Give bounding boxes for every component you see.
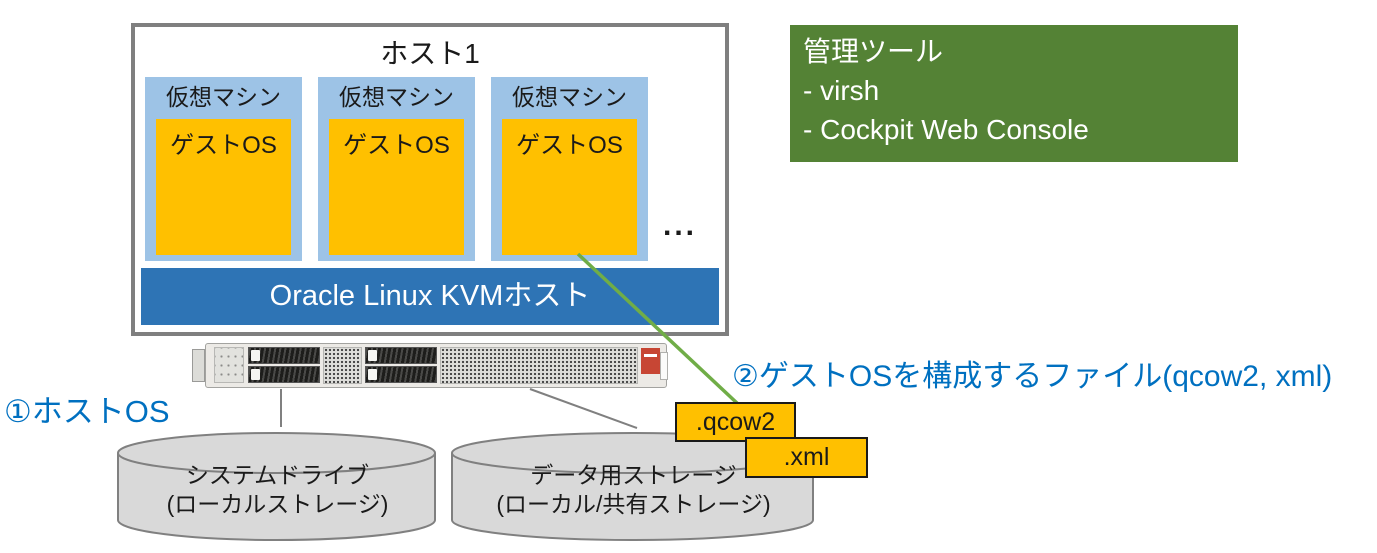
vm-1-label: 仮想マシン	[166, 84, 281, 110]
more-vms-ellipsis: ...	[663, 209, 698, 242]
system-drive-name: システムドライブ	[185, 462, 370, 488]
drive-bay	[248, 366, 320, 383]
vm-1-guest-os: ゲストOS	[156, 119, 291, 255]
oracle-logo-mark	[644, 354, 657, 357]
server-to-data-storage-connector	[529, 388, 638, 429]
drive-bay	[365, 347, 437, 364]
oracle-logo-badge	[641, 348, 660, 374]
vm-box-3: 仮想マシン ゲストOS	[491, 77, 648, 261]
data-storage-type: (ローカル/共有ストレージ)	[496, 491, 771, 517]
drive-label-tag	[251, 369, 260, 380]
drive-label-tag	[368, 350, 377, 361]
annotation-host-os: ①ホストOS	[4, 394, 170, 429]
vm-box-2: 仮想マシン ゲストOS	[318, 77, 475, 261]
vent-grille	[440, 347, 638, 384]
vent-grille	[323, 347, 362, 384]
drive-bay	[365, 366, 437, 383]
server-front-panel	[214, 347, 244, 383]
host-box: ホスト1 仮想マシン ゲストOS 仮想マシン ゲストOS 仮想マシン ゲストOS…	[131, 23, 729, 336]
vm-2-label: 仮想マシン	[339, 84, 454, 110]
annotation-guest-files: ②ゲストOSを構成するファイル(qcow2, xml)	[732, 360, 1333, 393]
vm-2-guest-os: ゲストOS	[329, 119, 464, 255]
vm-box-1: 仮想マシン ゲストOS	[145, 77, 302, 261]
drive-label-tag	[368, 369, 377, 380]
server-latch	[660, 352, 668, 380]
xml-file-box: .xml	[745, 437, 868, 478]
qcow2-file-box: .qcow2	[675, 402, 796, 442]
management-tools-title: 管理ツール	[803, 36, 944, 67]
rack-ear	[192, 349, 205, 382]
management-tools-box: 管理ツール - virsh - Cockpit Web Console	[790, 25, 1238, 162]
system-drive-type: (ローカルストレージ)	[166, 491, 389, 517]
drive-bay	[248, 347, 320, 364]
vm-3-label: 仮想マシン	[512, 84, 627, 110]
kvm-host-bar: Oracle Linux KVMホスト	[141, 268, 719, 325]
system-drive-label: システムドライブ (ローカルストレージ)	[120, 461, 435, 519]
drive-bay-group-1	[248, 347, 320, 384]
drive-label-tag	[251, 350, 260, 361]
management-tool-virsh: - virsh	[803, 75, 880, 106]
drive-bay-group-2	[365, 347, 437, 384]
management-tool-cockpit: - Cockpit Web Console	[803, 114, 1089, 145]
host-title: ホスト1	[380, 38, 480, 69]
vm-3-guest-os: ゲストOS	[502, 119, 637, 255]
server-image	[192, 342, 668, 389]
